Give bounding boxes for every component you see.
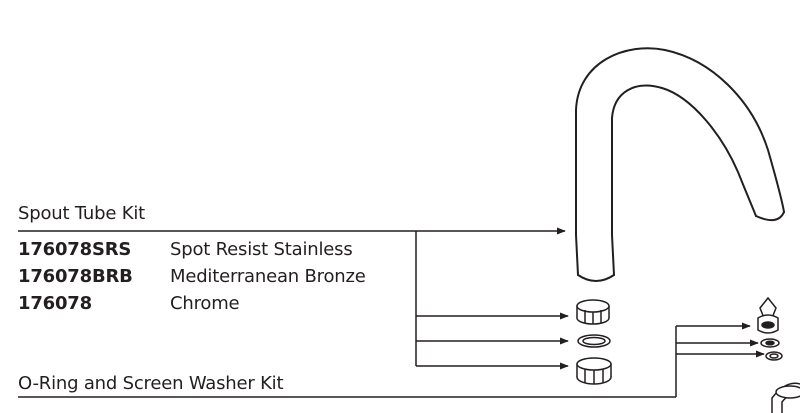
part-number: 176078 xyxy=(18,293,92,314)
o-ring xyxy=(577,334,611,348)
aerator xyxy=(757,296,779,334)
small-o-ring xyxy=(765,351,783,361)
spout-kit-leader xyxy=(18,227,569,370)
screen-washer xyxy=(760,338,780,348)
part-number: 176078BRB xyxy=(18,266,133,287)
part-number: 176078SRS xyxy=(18,239,132,260)
part-finish: Chrome xyxy=(170,293,240,314)
washer-kit-leader xyxy=(18,322,765,398)
hex-nut-lower xyxy=(576,357,612,385)
part-finish: Mediterranean Bronze xyxy=(170,266,366,287)
spout-kit-title: Spout Tube Kit xyxy=(18,203,146,224)
part-finish: Spot Resist Stainless xyxy=(170,239,353,260)
spout-tube xyxy=(575,47,785,282)
washer-kit-title: O-Ring and Screen Washer Kit xyxy=(18,373,284,394)
hex-nut-upper xyxy=(576,299,610,325)
faucet-base-partial xyxy=(771,382,800,413)
